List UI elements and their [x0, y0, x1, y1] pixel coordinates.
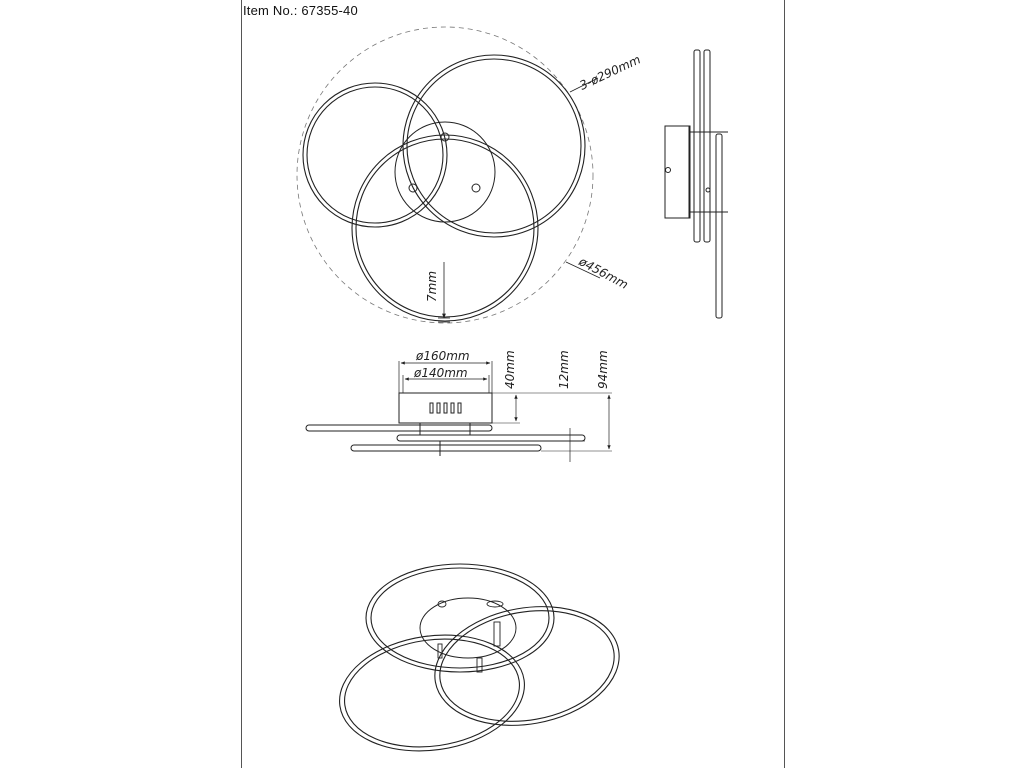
ring-spacing-label: 12mm: [557, 350, 571, 389]
canopy-diameter-label: ø160mm: [415, 349, 470, 363]
overall-diameter-leader: [565, 261, 601, 279]
side-ring-1: [693, 49, 701, 243]
ring-diameter-label: 3-ø290mm: [577, 52, 642, 92]
side-view: [664, 49, 728, 319]
ring-left: [302, 82, 448, 228]
connector-slots: [429, 402, 462, 414]
elevation-canopy: [398, 392, 493, 424]
top-view: [296, 26, 601, 324]
perspective-ring-back: [365, 563, 555, 673]
ring-diameter-leader: [569, 77, 599, 93]
total-height-label: 94mm: [596, 350, 610, 389]
ring-gap-label: 7mm: [425, 271, 439, 302]
canopy-height-label: 40mm: [503, 350, 517, 389]
perspective-canopy: [419, 597, 517, 659]
front-elevation: [305, 361, 612, 462]
ring-right: [402, 54, 586, 238]
side-ring-3: [715, 133, 723, 319]
base-diameter-label: ø140mm: [413, 366, 468, 380]
screw-top: [440, 132, 450, 142]
perspective-view: [339, 563, 620, 752]
side-ring-2: [703, 49, 711, 243]
perspective-ring-right: [434, 606, 620, 726]
overall-outline-dashed: [296, 26, 594, 324]
overall-diameter-label: ø456mm: [576, 254, 631, 292]
screw-left: [408, 183, 418, 193]
side-canopy: [664, 125, 691, 219]
canopy-disc: [394, 121, 496, 223]
elevation-ring-bottom: [350, 444, 542, 452]
ring-bottom: [351, 134, 539, 322]
item-number-label: Item No.: 67355-40: [243, 3, 358, 18]
perspective-ring-left: [339, 634, 525, 752]
elevation-ring-top: [305, 424, 493, 432]
elevation-ring-middle: [396, 434, 586, 442]
screw-right: [471, 183, 481, 193]
